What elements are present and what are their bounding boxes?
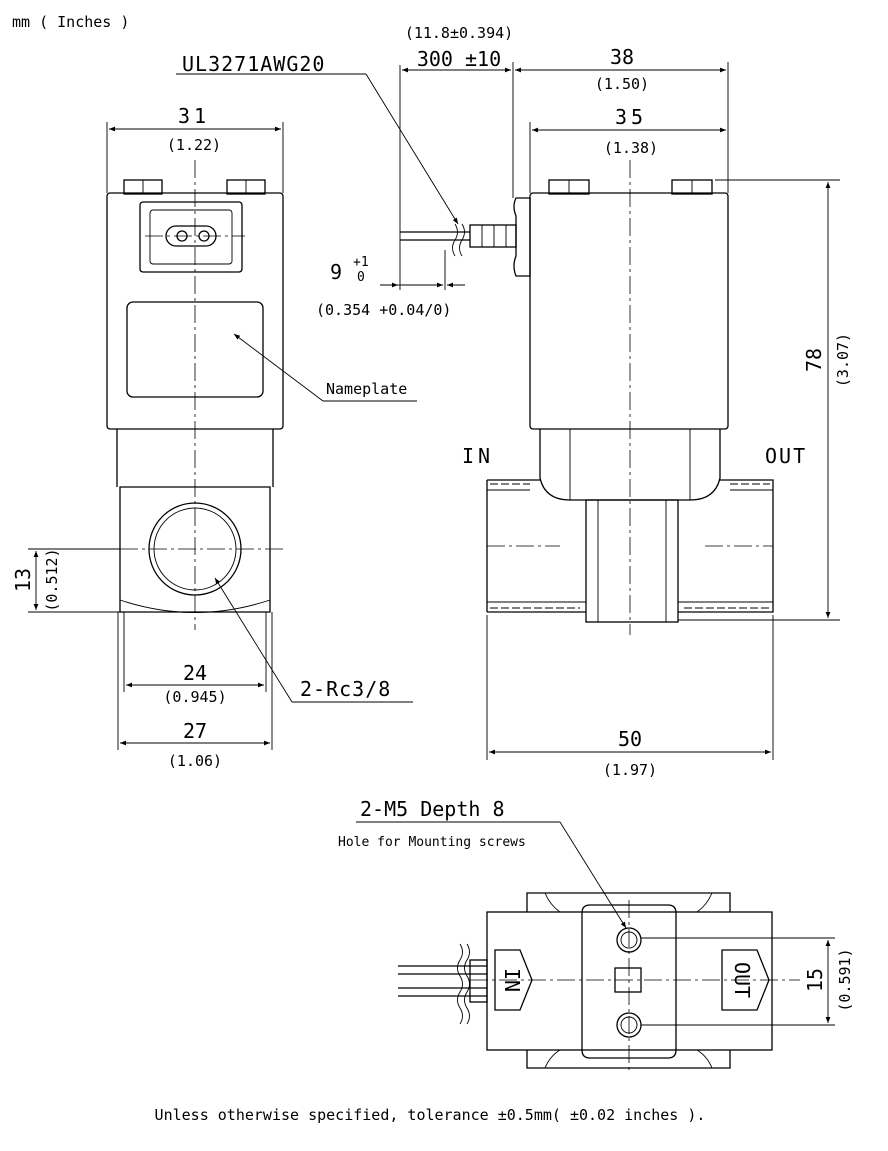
strip-tol-plus: +1 xyxy=(353,255,369,270)
inner-width-mm: 24 xyxy=(183,661,207,685)
port-label: 2-Rc3/8 xyxy=(300,677,391,701)
overall-depth-mm: 38 xyxy=(610,45,634,69)
coil-depth-mm: 35 xyxy=(615,105,647,129)
length-in: (1.97) xyxy=(603,761,657,779)
strip-length-in: (0.354 +0.04/0) xyxy=(316,301,451,319)
front-width-mm: 31 xyxy=(178,104,210,128)
overall-depth-in: (1.50) xyxy=(595,75,649,93)
coil-depth-in: (1.38) xyxy=(604,139,658,157)
outer-width-in: (1.06) xyxy=(168,752,222,770)
out-mark: OUT xyxy=(730,962,754,998)
port-height-in: (0.512) xyxy=(43,548,61,611)
height-in: (3.07) xyxy=(834,333,852,387)
front-width-in: (1.22) xyxy=(167,136,221,154)
pitch-mm: 15 xyxy=(803,968,827,992)
length-mm: 50 xyxy=(618,727,642,751)
bottom-view: 2-M5 Depth 8 Hole for Mounting screws IN… xyxy=(338,797,854,1070)
tolerance-note: Unless otherwise specified, tolerance ±0… xyxy=(155,1106,706,1124)
units-label: mm ( Inches ) xyxy=(12,13,129,31)
side-view: (11.8±0.394) 300 ±10 UL3271AWG20 38 (1.5… xyxy=(176,24,852,779)
cable-spec: UL3271AWG20 xyxy=(182,52,325,76)
screw-label: 2-M5 Depth 8 xyxy=(360,797,505,821)
in-mark: IN xyxy=(500,968,524,992)
in-label: IN xyxy=(462,444,494,468)
nameplate-label: Nameplate xyxy=(326,380,407,398)
pitch-in: (0.591) xyxy=(836,948,854,1011)
inner-width-in: (0.945) xyxy=(163,688,226,706)
screw-note: Hole for Mounting screws xyxy=(338,835,526,850)
front-view: 31 (1.22) 13 (0.512) xyxy=(11,104,417,770)
outer-width-mm: 27 xyxy=(183,719,207,743)
port-height-mm: 13 xyxy=(11,568,35,592)
strip-length-mm: 9 xyxy=(330,260,342,284)
cable-length-in: (11.8±0.394) xyxy=(405,24,513,42)
height-mm: 78 xyxy=(802,348,826,372)
cable-length-mm: 300 ±10 xyxy=(417,47,501,71)
strip-tol-minus: 0 xyxy=(357,270,365,285)
out-label: OUT xyxy=(765,444,807,468)
